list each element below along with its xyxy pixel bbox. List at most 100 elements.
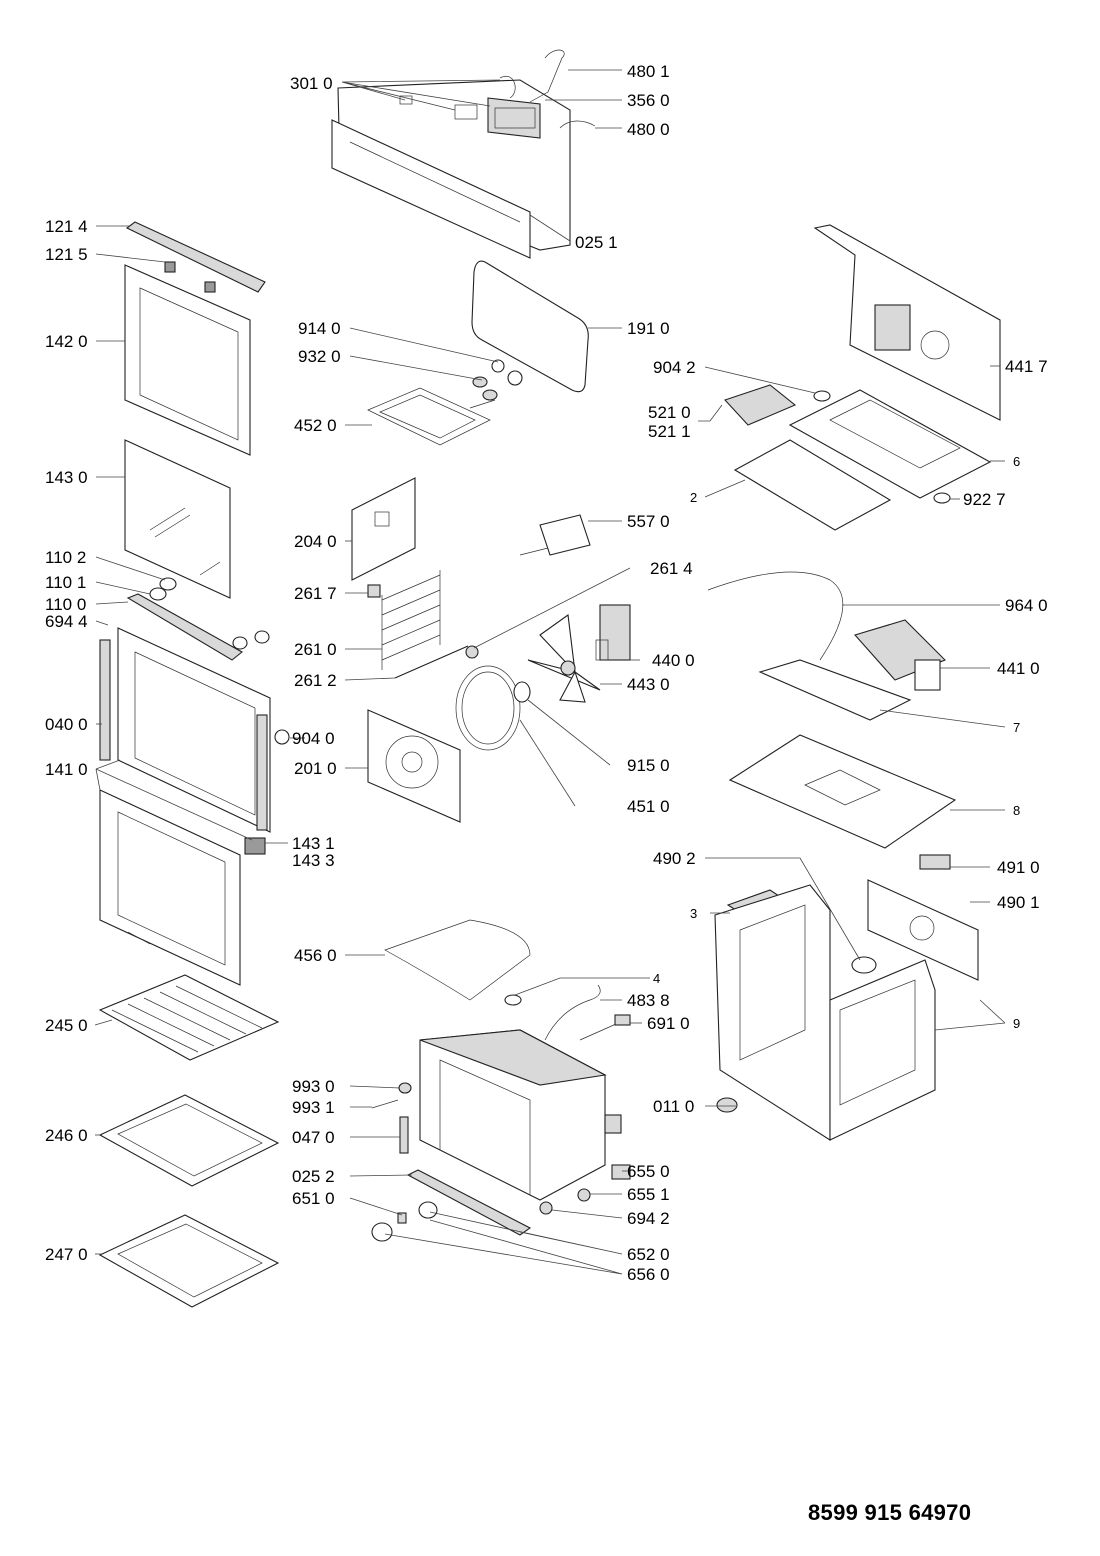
label-655-0: 655 0 [627,1162,670,1181]
label-025-1: 025 1 [575,233,618,252]
terminal-block [919,854,951,870]
foot [716,1097,738,1113]
back-plate [351,477,416,581]
electronic-module [724,384,797,426]
label-3: 3 [690,906,697,921]
door-frame-assembly [99,627,290,855]
label-191-0: 191 0 [627,319,670,338]
back-panel [813,224,1001,421]
fan-blade [527,614,601,703]
label-914-0: 914 0 [298,319,341,338]
label-441-7: 441 7 [1005,357,1048,376]
label-993-0: 993 0 [292,1077,335,1096]
label-904-0: 904 0 [292,729,335,748]
outer-door-glass [124,264,251,456]
fan-cover [367,709,461,823]
label-932-0: 932 0 [298,347,341,366]
label-121-4: 121 4 [45,217,88,236]
door-hinge-discs [149,577,270,650]
label-025-2: 025 2 [292,1167,335,1186]
label-490-1: 490 1 [997,893,1040,912]
thermostat-sensor [519,514,591,556]
cooling-plate [733,439,892,531]
label-8: 8 [1013,803,1020,818]
label-922-7: 922 7 [963,490,1006,509]
label-110-1: 110 1 [45,573,86,592]
label-143-3: 143 3 [292,851,335,870]
ring-heating-element [455,665,521,751]
label-993-1: 993 1 [292,1098,335,1117]
label-904-2: 904 2 [653,358,696,377]
label-651-0: 651 0 [292,1189,335,1208]
label-110-0: 110 0 [45,595,86,614]
label-691-0: 691 0 [647,1014,690,1033]
label-261-0: 261 0 [294,640,337,659]
oven-cavity [419,1029,622,1201]
label-964-0: 964 0 [1005,596,1048,615]
deep-tray [98,1214,280,1308]
fan-motor [595,604,631,661]
label-694-4: 694 4 [45,612,88,631]
label-261-4: 261 4 [650,559,693,578]
label-694-2: 694 2 [627,1209,670,1228]
bottom-heating-element [384,919,531,1001]
shelf-runners [367,570,469,679]
door-handle-tube [126,593,243,661]
label-652-0: 652 0 [627,1245,670,1264]
label-261-7: 261 7 [294,584,337,603]
label-247-0: 247 0 [45,1245,88,1264]
label-6: 6 [1013,454,1020,469]
front-strip [406,1169,532,1236]
door-top-trim [125,221,266,293]
label-110-2: 110 2 [45,548,86,567]
lamp-parts [371,1082,412,1154]
door-gasket [471,260,589,393]
label-656-0: 656 0 [627,1265,670,1284]
label-245-0: 245 0 [45,1016,88,1035]
label-246-0: 246 0 [45,1126,88,1145]
top-panel [788,389,992,499]
label-143-0: 143 0 [45,468,88,487]
cabinet-body [714,884,936,1142]
lamp-cover-261-4 [465,645,479,659]
callout-labels: 301 0 480 1 356 0 480 0 025 1 121 4 121 … [45,62,1048,1284]
label-521-0: 521 0 [648,403,691,422]
grill-heating-element [367,387,496,446]
wire-shelf [98,974,280,1061]
label-356-0: 356 0 [627,91,670,110]
baking-tray [98,1094,280,1187]
label-301-0: 301 0 [290,74,333,93]
label-490-2: 490 2 [653,849,696,868]
door-switch [579,1014,631,1041]
label-440-0: 440 0 [652,651,695,670]
label-451-0: 451 0 [627,797,670,816]
label-011-0: 011 0 [653,1097,694,1116]
control-panel-assembly [331,49,596,259]
label-2: 2 [690,490,697,505]
label-521-1: 521 1 [648,422,691,441]
document-number: 8599 915 64970 [808,1500,972,1525]
label-143-1: 143 1 [292,834,335,853]
label-557-0: 557 0 [627,512,670,531]
washers [813,390,951,504]
label-655-1: 655 1 [627,1185,670,1204]
knobs [371,1164,631,1242]
label-142-0: 142 0 [45,332,88,351]
label-9: 9 [1013,1016,1020,1031]
grill-terminals [472,359,523,401]
hose-964 [707,571,844,661]
label-483-8: 483 8 [627,991,670,1010]
inner-door-glass [124,439,231,599]
cooling-fan [854,619,946,691]
spacer-915 [513,681,531,703]
fan-bracket [758,659,912,721]
label-491-0: 491 0 [997,858,1040,877]
label-141-0: 141 0 [45,760,88,779]
label-480-0: 480 0 [627,120,670,139]
leader-lines [94,69,1006,1275]
label-452-0: 452 0 [294,416,337,435]
label-040-0: 040 0 [45,715,88,734]
base-plate [728,734,957,849]
label-121-5: 121 5 [45,245,88,264]
